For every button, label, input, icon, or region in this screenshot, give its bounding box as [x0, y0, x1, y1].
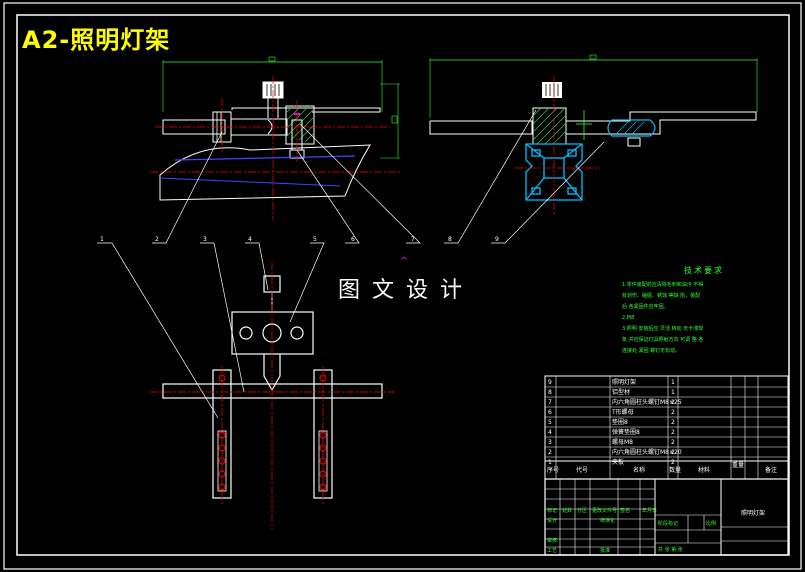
bom-header-remark: 备注 [765, 466, 777, 474]
bom-row-name: 夹板 [612, 458, 624, 466]
bom-header-no: 序号 [547, 466, 559, 474]
bom-row-no: 5 [548, 419, 552, 426]
balloon-1: 1 [100, 236, 104, 243]
bom-row-qty: 1 [671, 389, 675, 396]
tb-approve: 批准 [600, 547, 610, 554]
watermark-text: 图文设计 [338, 278, 475, 303]
bom-row-no: 4 [548, 429, 552, 436]
side-view: ^ [400, 54, 758, 267]
tb-stage: 阶段标记 [658, 520, 678, 527]
tb-signature: 签名 [620, 507, 630, 514]
bom-row-no: 6 [548, 409, 552, 416]
tb-scale: 比例 [706, 520, 716, 527]
bom-row-qty: 2 [671, 449, 675, 456]
svg-text:^: ^ [400, 256, 408, 267]
tb-review: 审核 [547, 537, 557, 544]
balloon-3: 3 [203, 236, 207, 243]
tb-design: 设计 [547, 517, 557, 524]
tb-zone: 分区 [577, 507, 587, 514]
bom-row-qty: 2 [671, 429, 675, 436]
bom-row-qty: 1 [671, 379, 675, 386]
tech-line: 有划伤、磕碰、锈蚀 等缺 陷，装配 [622, 293, 701, 299]
bom-row-name: T形螺母 [611, 408, 634, 416]
bom-row-qty: 2 [671, 399, 675, 406]
bom-row-name: 内六角圆柱头螺钉M8×20 [612, 448, 682, 456]
tech-line: 象 并应保证灯具照射方向 可调 整 各 [622, 337, 704, 343]
bom-row-name: 弹簧垫圈8 [612, 428, 640, 436]
bom-row-name: 内六角圆柱头螺钉M8×25 [612, 398, 682, 406]
tech-heading: 技术要求 [684, 266, 724, 275]
bom-row-no: 3 [548, 439, 552, 446]
bom-row-no: 7 [548, 399, 552, 406]
tech-line: 3.照明 安装后应 灵活 转动 无卡滞现 [622, 326, 704, 332]
bom-row-qty: 2 [671, 419, 675, 426]
balloon-2: 2 [155, 236, 159, 243]
bom-header-name: 名称 [633, 466, 645, 474]
bom-row-qty: 2 [671, 409, 675, 416]
top-view [150, 262, 395, 530]
bom-header-qty: 数量 [669, 466, 681, 474]
drawing-name: 照明灯架 [741, 509, 765, 517]
balloon-5: 5 [313, 236, 317, 243]
tb-change-doc: 更改文件号 [592, 507, 617, 514]
bom-header-weight: 重量 [732, 461, 744, 469]
title-block: 照明灯架 标记 处数 分区 更改文件号 签名 年月日 设计 标准化 审核 工艺 … [544, 478, 789, 556]
tb-date: 年月日 [642, 507, 657, 514]
bom-row-name: 垫圈8 [612, 418, 628, 426]
tb-sheet: 共 张 第 张 [658, 546, 683, 553]
tech-line: 连接处 紧固 螺钉无松动。 [622, 348, 681, 354]
bom-row-qty: 2 [671, 459, 675, 466]
balloon-9: 9 [495, 236, 499, 243]
drawing-title: A2-照明灯架 [22, 26, 171, 54]
bom-header-material: 材料 [698, 466, 710, 474]
bom-header-code: 代号 [576, 466, 588, 474]
bom-row-no: 1 [548, 459, 552, 466]
bom-row-no: 8 [548, 389, 552, 396]
tb-standard: 标准化 [600, 517, 615, 524]
front-view [150, 56, 400, 220]
tb-mark: 标记 [547, 507, 557, 514]
balloon-8: 8 [448, 236, 452, 243]
tech-line: 后 各紧固件应牢固。 [622, 304, 669, 310]
balloon-labels: 1 2 3 4 5 6 7 8 9 [100, 236, 499, 243]
bom-row-no: 2 [548, 449, 552, 456]
bom-row-no: 9 [548, 379, 552, 386]
technical-requirements: 技术要求 1.零件装配前应清除毛刺和油污 不得 有划伤、磕碰、锈蚀 等缺 陷，装… [622, 265, 772, 357]
leader-lines [97, 109, 605, 419]
bom-row-qty: 2 [671, 439, 675, 446]
tb-process: 工艺 [547, 548, 557, 554]
outer-border [3, 2, 802, 570]
inner-frame [16, 14, 790, 556]
tech-line: 1.零件装配前应清除毛刺和油污 不得 [622, 282, 704, 288]
balloon-7: 7 [411, 236, 415, 243]
balloon-4: 4 [248, 236, 252, 243]
bom-row-name: 铝型材 [612, 388, 630, 396]
tech-line: 2.M8 [622, 315, 635, 321]
tb-count: 处数 [562, 507, 572, 514]
balloon-6: 6 [351, 236, 355, 243]
bom-row-name: 螺母M8 [612, 438, 633, 446]
bom-row-name: 照明灯架 [612, 378, 636, 386]
